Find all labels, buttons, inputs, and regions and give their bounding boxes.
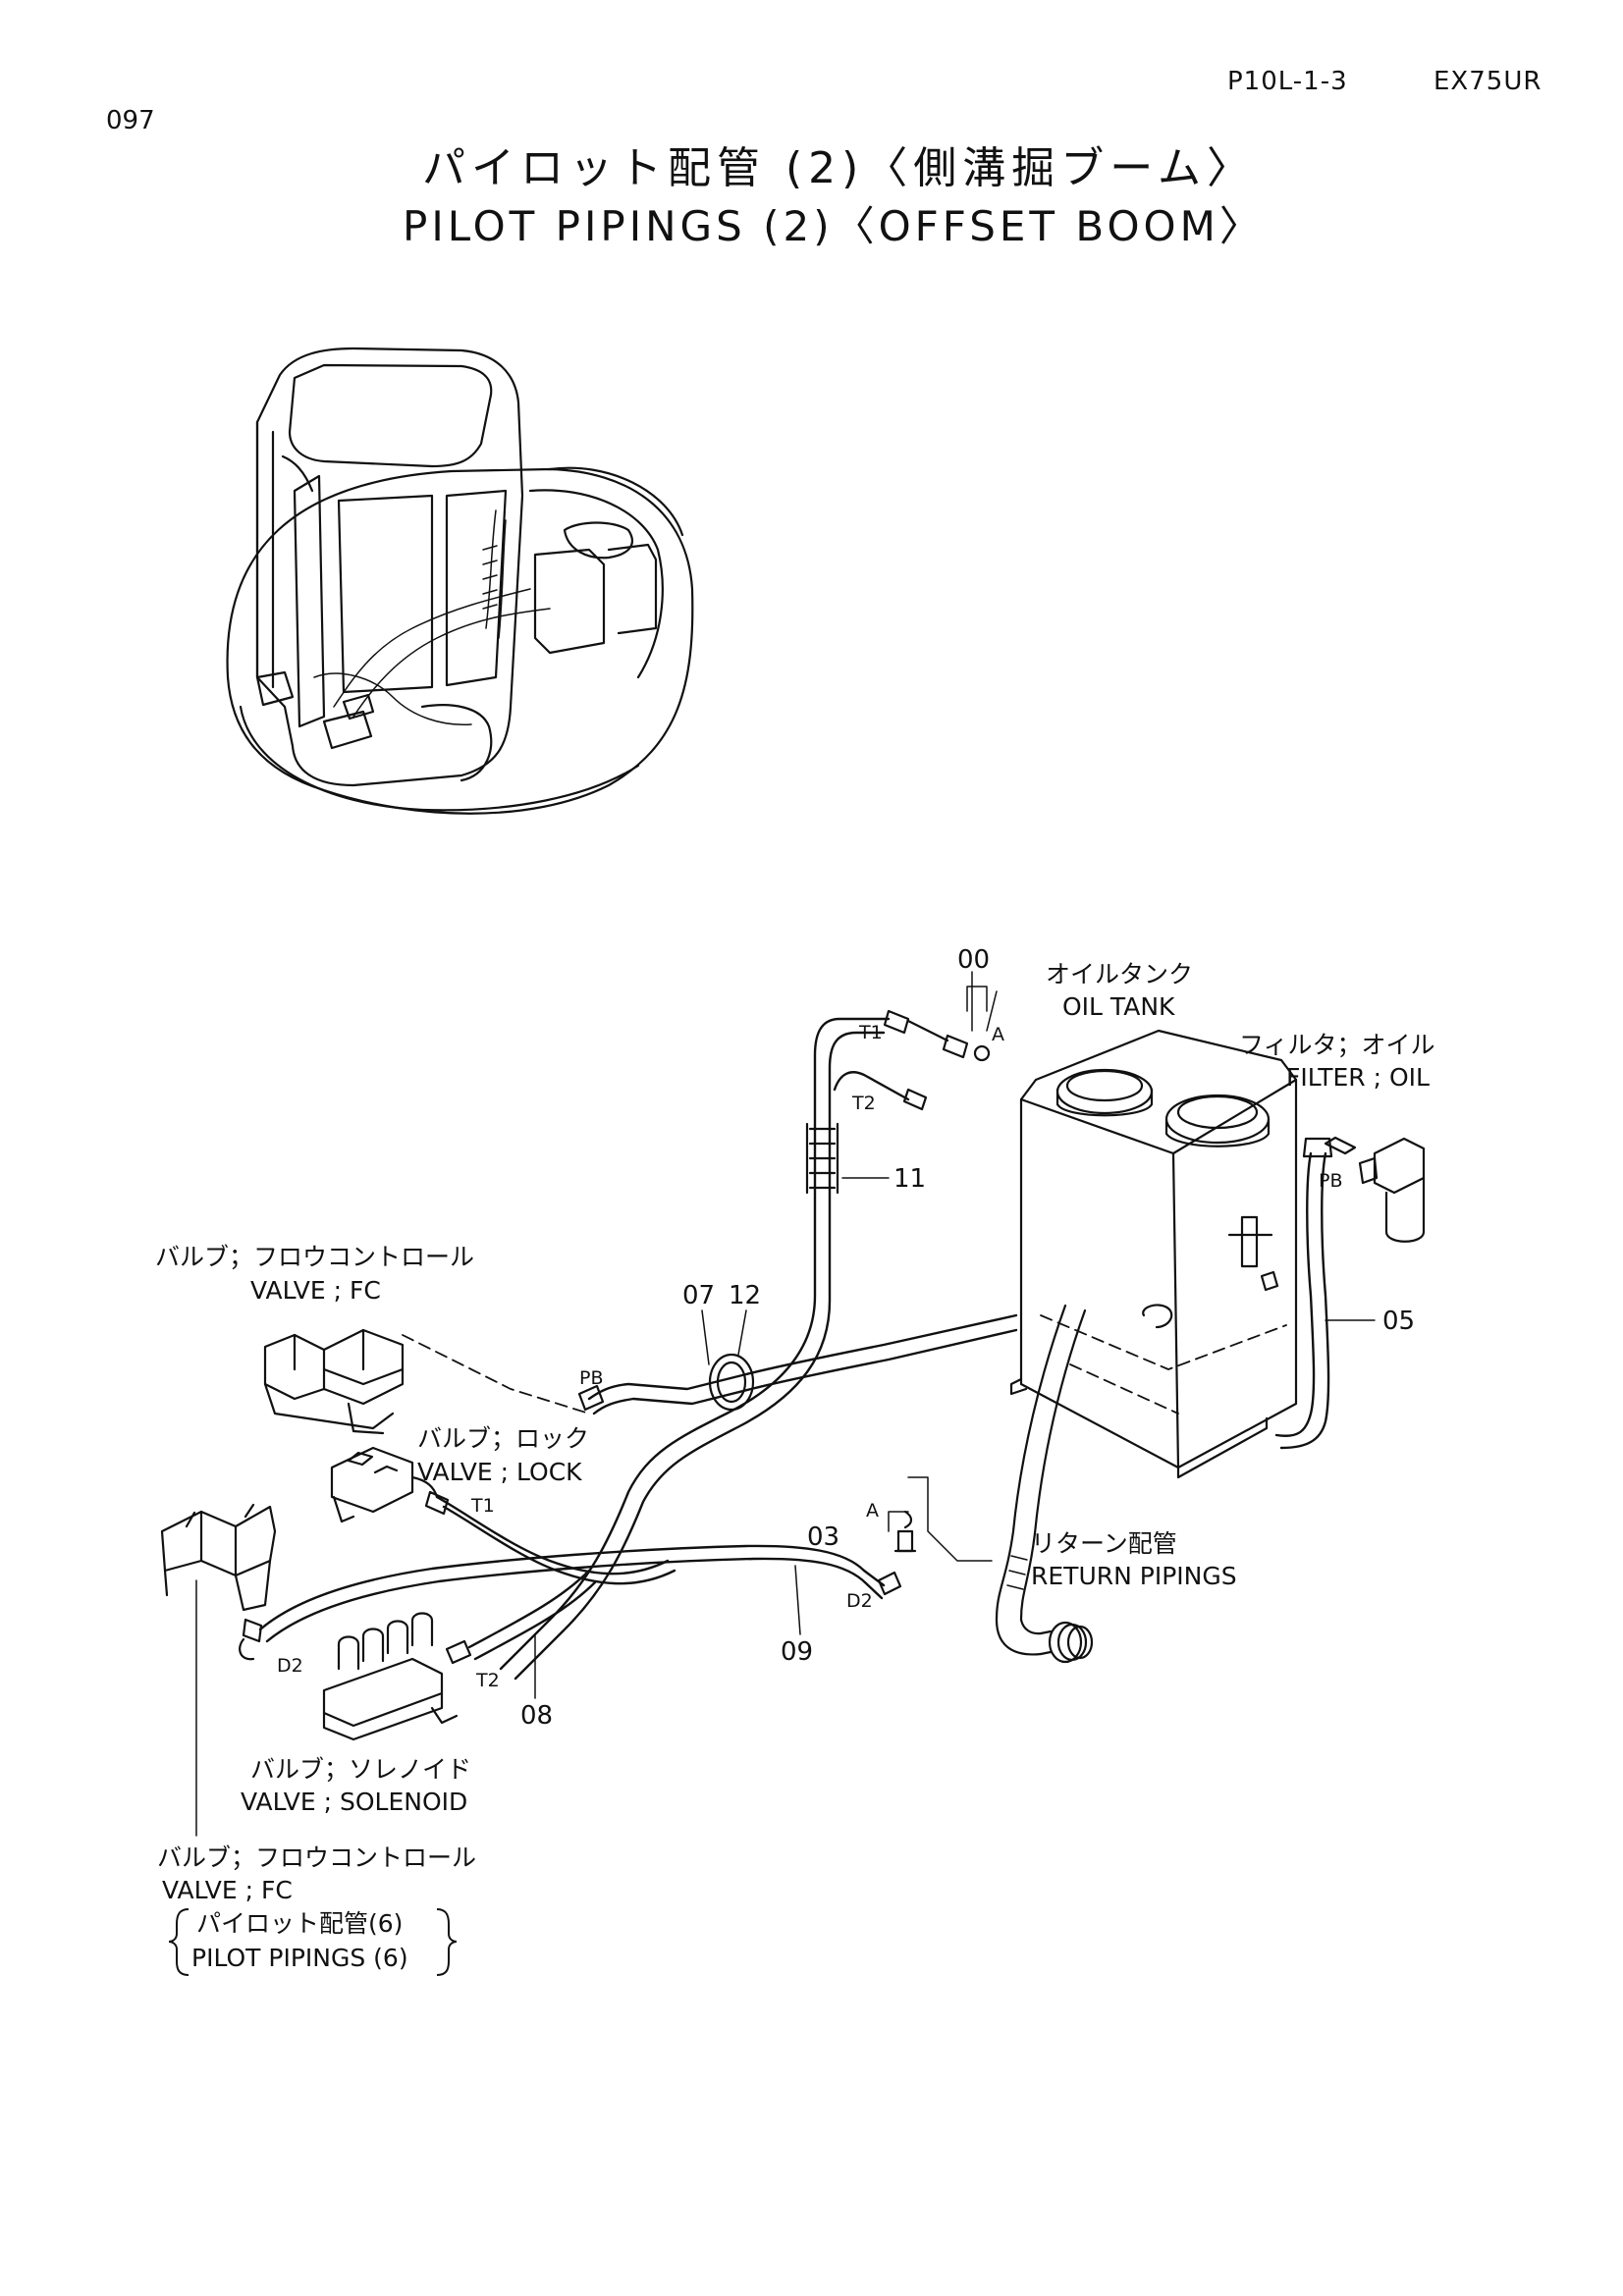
valve-lock-label-en: VALVE ; LOCK <box>417 1458 582 1486</box>
return-pipings-label-en: RETURN PIPINGS <box>1031 1562 1237 1590</box>
valve-fc-ref-label-en: VALVE ; FC <box>162 1876 293 1904</box>
oil-tank-label-en: OIL TANK <box>1062 992 1175 1021</box>
valve-fc-label-en: VALVE ; FC <box>250 1276 381 1305</box>
part-number-03: 03 <box>807 1522 840 1552</box>
port-label-pb-filter: PB <box>1319 1170 1343 1192</box>
valve-lock-label-jp: バルブ；ロック <box>417 1424 590 1453</box>
valve-solenoid-drawing <box>322 1612 459 1741</box>
port-label-t1-top: T1 <box>859 1022 883 1043</box>
port-label-d2-left: D2 <box>277 1655 303 1677</box>
part-number-11: 11 <box>893 1164 927 1194</box>
oil-filter-label-jp: フィルタ；オイル <box>1239 1031 1435 1059</box>
return-pipings-label-jp: リターン配管 <box>1031 1529 1177 1558</box>
pilot-pipings-ref-en: PILOT PIPINGS (6) <box>191 1944 408 1972</box>
return-piping-drawing <box>995 1304 1094 1664</box>
reference-brackets <box>168 1908 458 1976</box>
oil-filter-drawing <box>1324 1136 1426 1243</box>
oil-filter-label-en: FILTER ; OIL <box>1286 1063 1430 1092</box>
valve-fc-ref-label-jp: バルブ；フロウコントロール <box>157 1843 477 1872</box>
valve-fc-drawing <box>263 1328 590 1435</box>
port-label-pb-valve: PB <box>579 1367 604 1389</box>
port-label-a-mid: A <box>866 1500 879 1522</box>
title-japanese: パイロット配管 (2)〈側溝掘ブーム〉 <box>422 143 1256 193</box>
port-label-t2-top: T2 <box>852 1093 876 1114</box>
part-number-07: 07 <box>682 1281 716 1310</box>
valve-solenoid-label-en: VALVE ; SOLENOID <box>241 1788 468 1816</box>
port-label-t1-lock: T1 <box>471 1495 495 1517</box>
section-code: P10L-1-3 <box>1227 67 1348 96</box>
part-number-00: 00 <box>957 945 991 975</box>
part-number-12: 12 <box>729 1281 762 1310</box>
machine-overview-drawing <box>226 347 694 815</box>
part-number-08: 08 <box>520 1701 554 1731</box>
port-label-a-top: A <box>992 1024 1004 1045</box>
model-code: EX75UR <box>1434 67 1542 96</box>
pilot-pipings-ref-jp: パイロット配管(6) <box>196 1909 404 1938</box>
oil-tank-drawing <box>1009 1029 1298 1479</box>
valve-solenoid-label-jp: バルブ；ソレノイド <box>250 1755 472 1784</box>
pipes <box>195 986 1333 1837</box>
leader-lines <box>534 971 1376 1699</box>
port-label-t2-solenoid: T2 <box>476 1670 500 1691</box>
title-english: PILOT PIPINGS (2)〈OFFSET BOOM〉 <box>403 202 1265 250</box>
part-number-09: 09 <box>781 1637 814 1667</box>
part-number-05: 05 <box>1382 1307 1416 1336</box>
port-label-d2-right: D2 <box>846 1590 873 1612</box>
valve-fc-label-jp: バルブ；フロウコントロール <box>155 1243 475 1271</box>
page-number: 097 <box>106 106 155 135</box>
valve-fc-bracket-drawing <box>160 1503 277 1612</box>
oil-tank-label-jp: オイルタンク <box>1046 960 1194 988</box>
